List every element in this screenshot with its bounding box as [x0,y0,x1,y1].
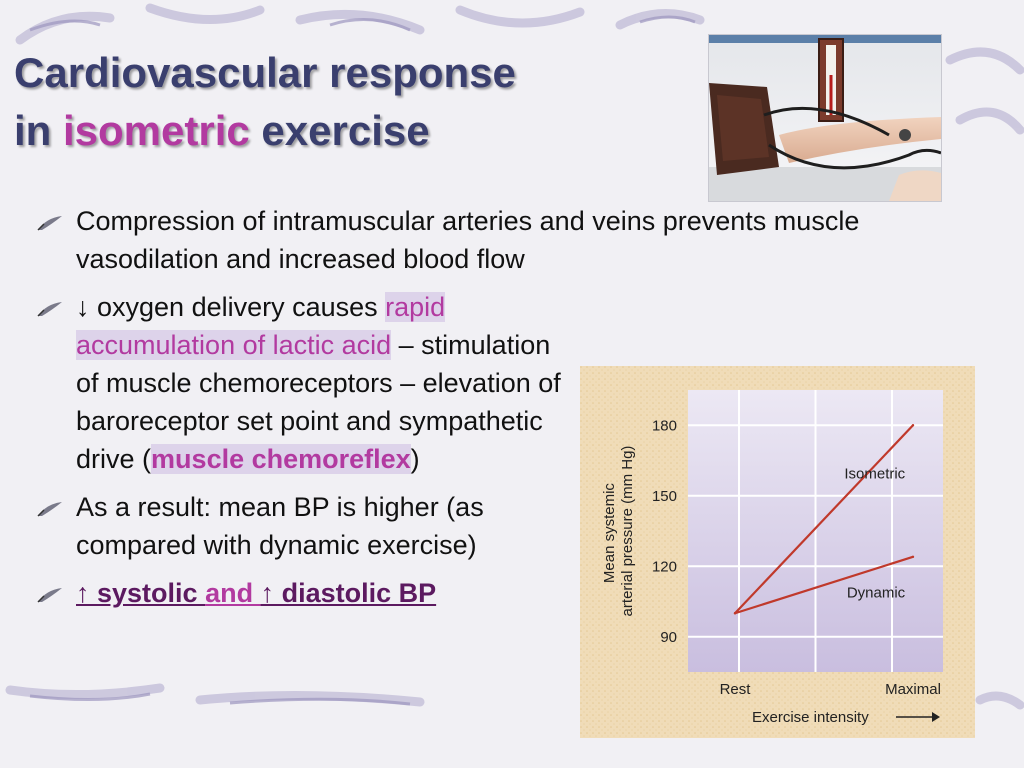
bullet-systolic-diastolic: ↑ systolic and ↑ diastolic BP [36,574,926,612]
quill-bullet-icon [37,502,62,517]
y-tick-label-180: 180 [652,417,677,434]
bullet-text: Compression of intramuscular arteries an… [76,206,860,274]
title-line1: Cardiovascular response [14,49,516,96]
y-axis-title-line1: Mean systemic [601,483,618,584]
y-tick-label-120: 120 [652,558,677,575]
quill-bullet-icon [37,216,62,231]
series-line-dynamic [734,555,914,615]
title-line2-suffix: exercise [249,107,430,154]
bullet-mean-bp: As a result: mean BP is higher (as compa… [36,488,926,564]
x-tick-label-maximal: Maximal [885,681,941,698]
y-tick-labels: 90 120 150 180 [652,417,677,646]
bullet-text: As a result: mean BP is higher (as compa… [76,492,484,560]
bullet-text-part1: ↓ oxygen delivery causes [76,292,386,322]
paren-open: ( [142,444,152,474]
y-axis-title-line2: arterial pressure (mm Hg) [619,446,636,617]
bullet-compression: Compression of intramuscular arteries an… [36,202,926,278]
paren-close: ) [410,444,420,474]
point-dynamic-1 [911,555,915,559]
series-label-dynamic: Dynamic [847,584,906,601]
and-text: and [205,578,261,608]
point-dynamic-0 [733,612,737,615]
grid [688,390,943,672]
title-highlight: isometric [63,107,250,154]
quill-bullet-icon [37,302,62,317]
diastolic-text: ↑ diastolic BP [260,578,437,608]
title-line2-prefix: in [14,107,63,154]
quill-bullet-icon [37,588,62,603]
blood-pressure-photo [708,34,942,202]
systolic-text: ↑ systolic [76,578,206,608]
muscle-chemoreflex-highlight: muscle chemoreflex [151,444,411,474]
x-axis-arrow-icon [896,712,940,722]
series-line-isometric [734,424,914,615]
bullet-text-part2: – stimulation of muscle chemoreceptors –… [76,330,561,474]
point-isometric-1 [911,424,915,427]
blood-pressure-measurement-photo [709,35,941,201]
x-tick-label-rest: Rest [720,681,752,698]
x-axis-title: Exercise intensity [752,709,869,726]
bullet-oxygen-delivery: ↓ oxygen delivery causes rapid accumulat… [36,288,926,478]
y-axis-title: Mean systemic arterial pressure (mm Hg) [601,446,636,617]
series-label-isometric: Isometric [844,466,905,483]
y-tick-label-150: 150 [652,488,677,505]
slide-title: Cardiovascular response in isometric exe… [14,44,516,160]
bullet-list: Compression of intramuscular arteries an… [36,202,926,622]
y-tick-label-90: 90 [660,629,677,646]
